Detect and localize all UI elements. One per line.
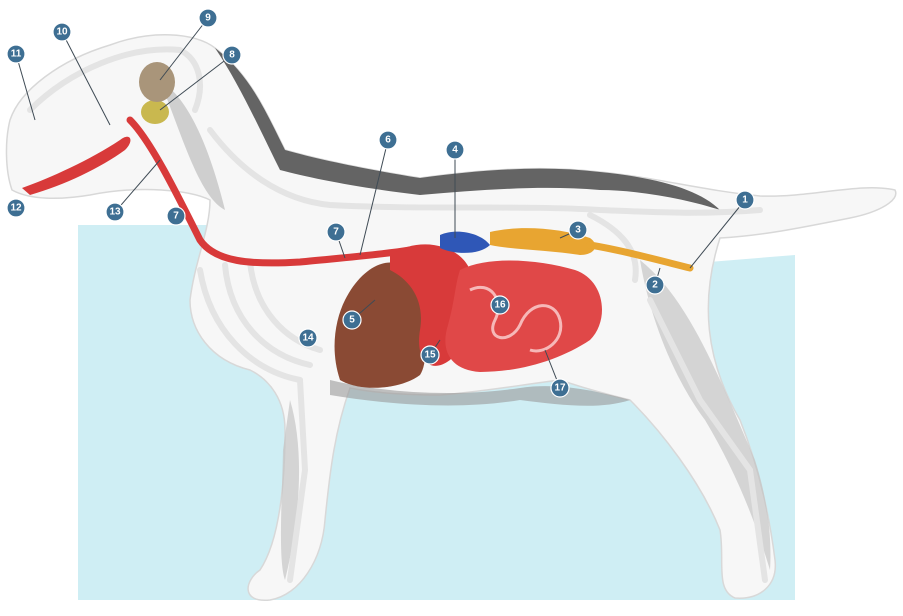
salivary-gland bbox=[141, 100, 169, 124]
marker-8: 8 bbox=[223, 46, 241, 64]
marker-10: 10 bbox=[53, 23, 71, 41]
marker-15-label: 15 bbox=[424, 350, 436, 361]
marker-5: 5 bbox=[343, 311, 361, 329]
marker-7b-label: 7 bbox=[333, 227, 339, 238]
marker-4-label: 4 bbox=[452, 145, 458, 156]
marker-14: 14 bbox=[299, 329, 317, 347]
marker-13-label: 13 bbox=[109, 207, 121, 218]
marker-14-label: 14 bbox=[302, 333, 314, 344]
marker-17-label: 17 bbox=[554, 383, 566, 394]
marker-2-label: 2 bbox=[652, 280, 658, 291]
marker-6-label: 6 bbox=[385, 135, 391, 146]
marker-7a: 7 bbox=[167, 207, 185, 225]
marker-16: 16 bbox=[491, 296, 509, 314]
marker-9: 9 bbox=[199, 9, 217, 27]
marker-13: 13 bbox=[106, 203, 124, 221]
marker-11: 11 bbox=[7, 45, 25, 63]
marker-3: 3 bbox=[569, 221, 587, 239]
marker-12: 12 bbox=[7, 199, 25, 217]
marker-2: 2 bbox=[646, 276, 664, 294]
marker-9-label: 9 bbox=[205, 13, 211, 24]
marker-17: 17 bbox=[551, 379, 569, 397]
marker-12-label: 12 bbox=[10, 203, 22, 214]
marker-15: 15 bbox=[421, 346, 439, 364]
marker-5-label: 5 bbox=[349, 315, 355, 326]
marker-10-label: 10 bbox=[56, 27, 68, 38]
marker-4: 4 bbox=[446, 141, 464, 159]
marker-7a-label: 7 bbox=[173, 211, 179, 222]
marker-16-label: 16 bbox=[494, 300, 506, 311]
marker-1: 1 bbox=[736, 191, 754, 209]
marker-8-label: 8 bbox=[229, 50, 235, 61]
marker-1-label: 1 bbox=[742, 195, 748, 206]
marker-6: 6 bbox=[379, 131, 397, 149]
marker-3-label: 3 bbox=[575, 225, 581, 236]
marker-7b: 7 bbox=[327, 223, 345, 241]
marker-11-label: 11 bbox=[11, 49, 22, 60]
